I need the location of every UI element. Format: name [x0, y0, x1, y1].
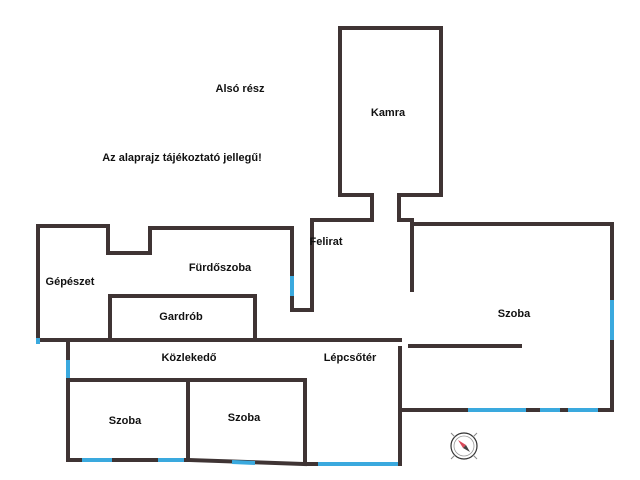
room-label-furdoszoba: Fürdőszoba [188, 262, 252, 274]
room-label-felirat: Felirat [309, 236, 343, 248]
room-label-szoba-large: Szoba [497, 308, 531, 320]
windows [36, 276, 614, 466]
room-label-kamra: Kamra [370, 107, 406, 119]
room-label-szoba-left: Szoba [108, 415, 142, 427]
room-label-gardrob: Gardrób [159, 311, 203, 323]
kamra-walls [338, 26, 443, 222]
gardrob-walls [108, 294, 257, 342]
compass-icon [450, 432, 478, 460]
room-label-szoba-middle: Szoba [227, 412, 261, 424]
room-label-kozlekedo: Közlekedő [161, 352, 217, 364]
section-title: Alsó rész [215, 83, 265, 95]
room-label-lepcsoter: Lépcsőtér [323, 352, 377, 364]
disclaimer-text: Az alaprajz tájékoztató jellegű! [102, 152, 262, 164]
room-label-gepeszet: Gépészet [45, 276, 95, 288]
